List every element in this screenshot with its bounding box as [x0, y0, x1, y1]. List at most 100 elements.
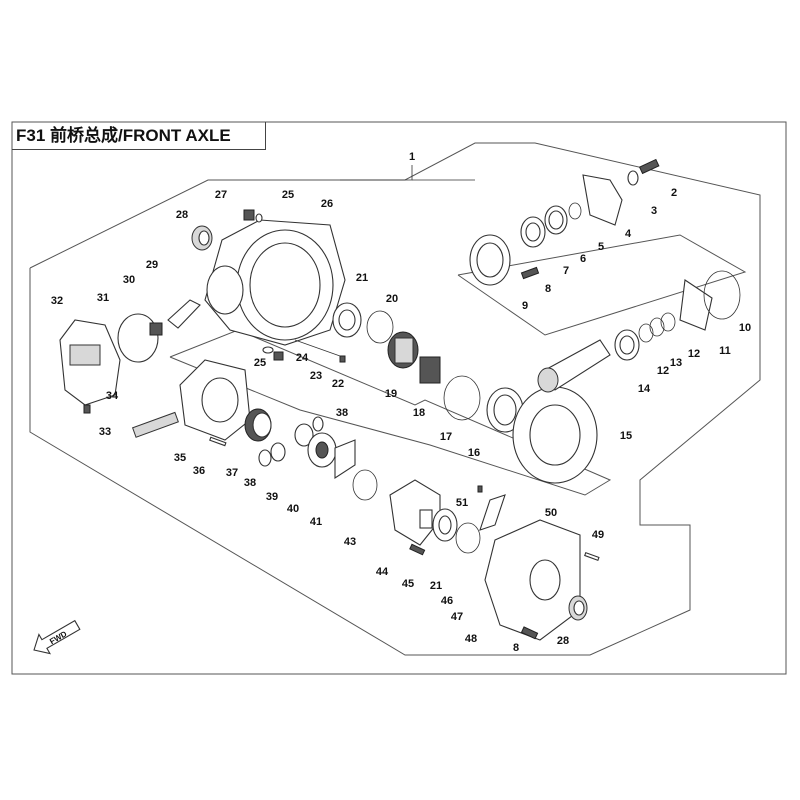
- callout-12: 12: [688, 348, 700, 360]
- screw: [83, 404, 91, 414]
- shim: [352, 469, 378, 501]
- callout-12: 12: [657, 365, 669, 377]
- ball-bearing: [520, 216, 546, 248]
- forward-direction-arrow: FWD: [33, 619, 81, 655]
- callout-21: 21: [356, 272, 368, 284]
- bolt: [520, 626, 539, 640]
- callout-7: 7: [563, 265, 569, 277]
- callout-16: 16: [468, 447, 480, 459]
- callout-49: 49: [592, 529, 604, 541]
- subgroup-outline-diff: [169, 329, 612, 496]
- shim: [660, 312, 676, 332]
- spider-gear: [294, 423, 314, 447]
- callout-32: 32: [51, 295, 63, 307]
- callout-1: 1: [409, 151, 415, 163]
- callout-45: 45: [402, 578, 414, 590]
- washer: [627, 170, 639, 186]
- subgroup-outline-flange: [457, 234, 747, 336]
- ball-bearing: [332, 302, 362, 338]
- coupling-sleeve: [387, 331, 419, 369]
- callout-50: 50: [545, 507, 557, 519]
- callout-14: 14: [638, 383, 651, 395]
- callout-4: 4: [625, 228, 632, 240]
- bolt: [409, 543, 426, 556]
- callout-43: 43: [344, 536, 356, 548]
- callout-26: 26: [321, 198, 333, 210]
- callout-24: 24: [296, 352, 309, 364]
- callout-13: 13: [670, 357, 682, 369]
- oil-seal: [568, 595, 588, 621]
- coil-block: [149, 322, 163, 336]
- cover-plate: [389, 479, 441, 546]
- callout-28: 28: [557, 635, 569, 647]
- ball-bearing: [432, 508, 458, 542]
- callout-18: 18: [413, 407, 425, 419]
- gasket: [679, 279, 713, 331]
- side-gear: [307, 432, 337, 468]
- actuator-cover: [59, 319, 121, 406]
- plug: [339, 355, 346, 363]
- callout-15: 15: [620, 430, 632, 442]
- callout-17: 17: [440, 431, 452, 443]
- o-ring: [443, 375, 481, 421]
- callout-34: 34: [106, 390, 119, 402]
- callout-10: 10: [739, 322, 751, 334]
- callout-41: 41: [310, 516, 322, 528]
- shift-fork: [167, 299, 201, 329]
- pin: [209, 436, 227, 447]
- callout-36: 36: [193, 465, 205, 477]
- pin: [584, 551, 600, 561]
- callout-25: 25: [254, 357, 266, 369]
- diagram-frame: [11, 121, 787, 675]
- thrust-washer: [258, 449, 272, 467]
- o-ring: [117, 313, 159, 363]
- callout-28: 28: [176, 209, 188, 221]
- callout-20: 20: [386, 293, 398, 305]
- shift-rod: [294, 339, 341, 357]
- callout-19: 19: [385, 388, 397, 400]
- differential-case: [179, 359, 251, 441]
- shim: [649, 317, 665, 337]
- callout-31: 31: [97, 292, 109, 304]
- assembly-outline: [29, 142, 761, 656]
- callout-2: 2: [671, 187, 677, 199]
- bolt: [520, 266, 540, 280]
- callout-labels: 1234567891011121312141516171819202122232…: [51, 151, 751, 654]
- oil-seal: [544, 205, 568, 235]
- drain-plug: [273, 351, 284, 361]
- callout-39: 39: [266, 491, 278, 503]
- oil-seal: [486, 387, 524, 433]
- shim: [638, 323, 654, 343]
- callout-6: 6: [580, 253, 586, 265]
- callout-3: 3: [651, 205, 657, 217]
- callout-21: 21: [430, 580, 442, 592]
- callout-22: 22: [332, 378, 344, 390]
- callout-48: 48: [465, 633, 477, 645]
- callout-8: 8: [545, 283, 551, 295]
- callout-8: 8: [513, 642, 519, 654]
- callout-37: 37: [226, 467, 238, 479]
- o-ring: [568, 202, 582, 220]
- plug-bolt: [243, 209, 263, 223]
- gasket: [334, 439, 356, 480]
- callout-29: 29: [146, 259, 158, 271]
- callout-38: 38: [336, 407, 348, 419]
- o-ring: [455, 522, 481, 554]
- thrust-washer: [312, 416, 324, 432]
- output-flange: [582, 174, 623, 226]
- circlip: [366, 310, 394, 344]
- callout-40: 40: [287, 503, 299, 515]
- gear-case-housing: [204, 219, 346, 346]
- callout-44: 44: [376, 566, 389, 578]
- callout-46: 46: [441, 595, 453, 607]
- bearing-housing: [469, 234, 511, 286]
- side-gear: [244, 408, 272, 442]
- callout-25: 25: [282, 189, 294, 201]
- flange-bolt: [638, 158, 660, 175]
- callout-27: 27: [215, 189, 227, 201]
- spline-shaft: [419, 356, 441, 384]
- ring-gear: [512, 386, 598, 484]
- callout-47: 47: [451, 611, 463, 623]
- page-title: F31 前桥总成/FRONT AXLE: [12, 122, 266, 150]
